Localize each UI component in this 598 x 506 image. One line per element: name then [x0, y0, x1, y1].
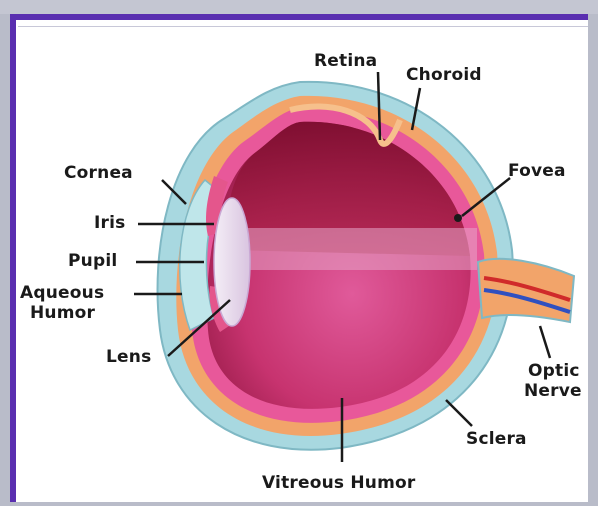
label-pupil: Pupil	[68, 252, 117, 270]
label-optic: Optic	[528, 362, 580, 380]
label-retina: Retina	[314, 52, 377, 70]
label-humor: Humor	[30, 304, 95, 322]
label-aqueous: Aqueous	[20, 284, 104, 302]
label-nerve: Nerve	[524, 382, 582, 400]
light-band	[232, 228, 477, 270]
label-fovea: Fovea	[508, 162, 566, 180]
lens-shape	[214, 198, 250, 326]
label-lens: Lens	[106, 348, 151, 366]
label-choroid: Choroid	[406, 66, 482, 84]
label-iris: Iris	[94, 214, 125, 232]
sclera-leader	[446, 400, 472, 426]
fovea-dot	[454, 214, 462, 222]
label-sclera: Sclera	[466, 430, 527, 448]
optic-nerve-leader	[540, 326, 550, 358]
label-vitreous-humor: Vitreous Humor	[262, 474, 415, 492]
label-cornea: Cornea	[64, 164, 133, 182]
